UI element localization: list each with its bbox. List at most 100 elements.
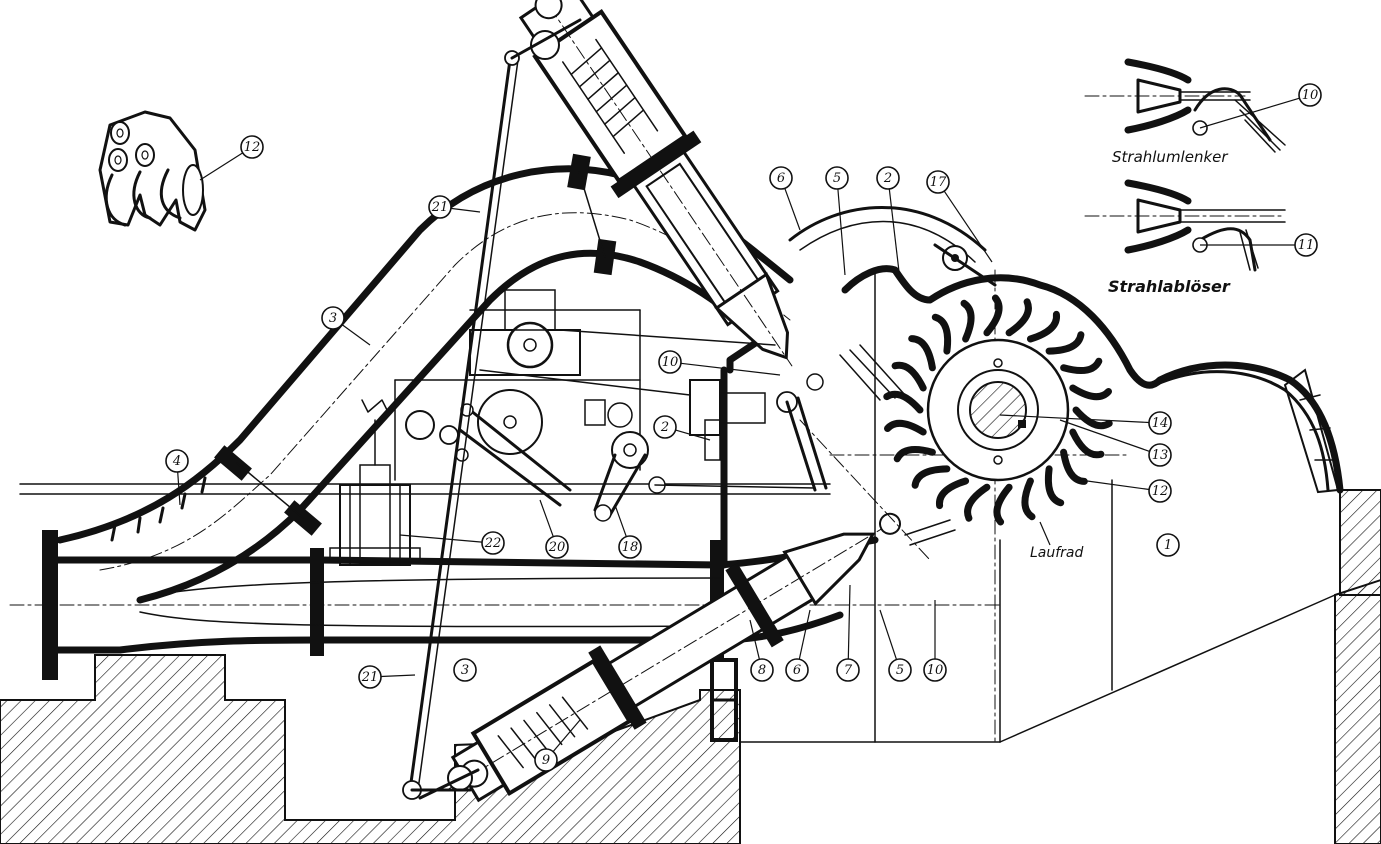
callout-circle — [825, 166, 849, 190]
runner-bucket — [1045, 331, 1085, 355]
callout-circle — [769, 166, 793, 190]
callout-circle — [1148, 479, 1172, 503]
callout-leader — [837, 188, 846, 276]
callout-leader — [675, 429, 711, 441]
base-plate — [9, 483, 1001, 606]
runner-buckets — [883, 294, 1113, 526]
callout-circle — [240, 135, 264, 159]
callout-number: 11 — [1298, 238, 1315, 253]
callout-leader — [199, 152, 244, 181]
callout-leader — [879, 609, 898, 660]
callout-leader — [177, 471, 181, 506]
callout-number: 14 — [1152, 416, 1169, 431]
control-rods — [402, 18, 582, 800]
runner-bucket — [911, 465, 951, 489]
callout-number: 12 — [244, 140, 261, 155]
callout-number: 12 — [1152, 484, 1169, 499]
runner-bucket — [891, 361, 927, 392]
callout-leader — [680, 362, 781, 376]
callout-circle — [1294, 233, 1318, 257]
callout-number: 22 — [484, 536, 502, 551]
caption-laufrad: Laufrad — [1030, 545, 1084, 561]
callout-circle — [653, 415, 677, 439]
runner-bucket — [960, 299, 975, 343]
runner-bucket — [1069, 384, 1112, 401]
callout-circle — [321, 306, 345, 330]
caption-strahlabloeser: Strahlablöser — [1108, 277, 1231, 296]
callout-circle — [750, 658, 774, 682]
governor-mechanism — [329, 289, 828, 566]
callout-leader — [1199, 97, 1300, 129]
callout-leader — [847, 584, 851, 660]
callout-circle — [658, 350, 682, 374]
callout-number: 2 — [660, 420, 669, 435]
callout-number: 10 — [927, 663, 944, 678]
callout-circle — [534, 748, 558, 772]
callout-circle — [836, 658, 860, 682]
callout-circle — [785, 658, 809, 682]
callout-circle — [1298, 83, 1322, 107]
callout-number: 13 — [1152, 448, 1169, 463]
callout-leader — [749, 619, 760, 660]
callout-circle — [926, 170, 950, 194]
callout-circle — [428, 195, 452, 219]
callout-circle — [545, 535, 569, 559]
runner-bucket — [884, 419, 927, 436]
runner-bucket — [1072, 406, 1113, 430]
runner-bucket — [1026, 310, 1060, 343]
bucket-inset-sketch — [98, 110, 207, 232]
callout-leader — [784, 188, 801, 231]
callout-leader — [380, 674, 416, 678]
foundation — [0, 489, 1381, 844]
callout-circle — [453, 658, 477, 682]
callout-circle — [923, 658, 947, 682]
runner-bucket — [908, 335, 936, 372]
runner-bucket — [1069, 428, 1105, 459]
callout-number: 2 — [883, 171, 892, 186]
callout-leader — [798, 609, 811, 660]
runner-bucket — [1021, 477, 1036, 521]
caption-strahlumlenker: Strahlumlenker — [1112, 148, 1228, 166]
callout-leader — [614, 504, 627, 537]
runner-bucket — [993, 483, 1013, 526]
water-jets — [799, 344, 956, 561]
runner-wheel — [883, 294, 1113, 526]
callout-circle — [165, 449, 189, 473]
callout-circle — [876, 166, 900, 190]
callout-number: 1 — [1164, 538, 1172, 553]
runner-bucket — [1060, 448, 1088, 485]
callout-number: 8 — [758, 663, 766, 678]
callout-number: 3 — [329, 311, 337, 326]
runner-bucket — [1005, 298, 1032, 337]
callout-number: 6 — [777, 171, 785, 186]
callout-leader — [539, 499, 554, 537]
callout-number: 7 — [844, 663, 853, 678]
callout-number: 10 — [662, 355, 679, 370]
deflector-linkage-top — [788, 206, 997, 287]
runner-bucket — [964, 483, 991, 522]
runner-bucket — [983, 294, 1003, 337]
callout-leader — [399, 534, 483, 543]
callout-number: 21 — [431, 200, 449, 215]
callout-leader — [888, 188, 901, 281]
callout-circle — [1148, 443, 1172, 467]
callout-number: 10 — [1302, 88, 1319, 103]
callout-number: 5 — [833, 171, 841, 186]
callout-leader — [1079, 479, 1150, 491]
callout-circle — [888, 658, 912, 682]
callout-number: 18 — [622, 540, 639, 555]
callout-leader — [341, 324, 371, 346]
runner-bucket — [931, 313, 952, 355]
callout-leader — [943, 190, 993, 263]
deflector-inset-sketch — [1084, 58, 1286, 272]
callout-circle — [618, 535, 642, 559]
lower-nozzle-assembly — [448, 512, 902, 803]
callout-number: 4 — [172, 454, 181, 469]
callout-number: 17 — [930, 175, 947, 190]
callout-circle — [1148, 411, 1172, 435]
callout-circle — [358, 665, 382, 689]
callout-circle — [481, 531, 505, 555]
callout-leader — [552, 719, 581, 752]
